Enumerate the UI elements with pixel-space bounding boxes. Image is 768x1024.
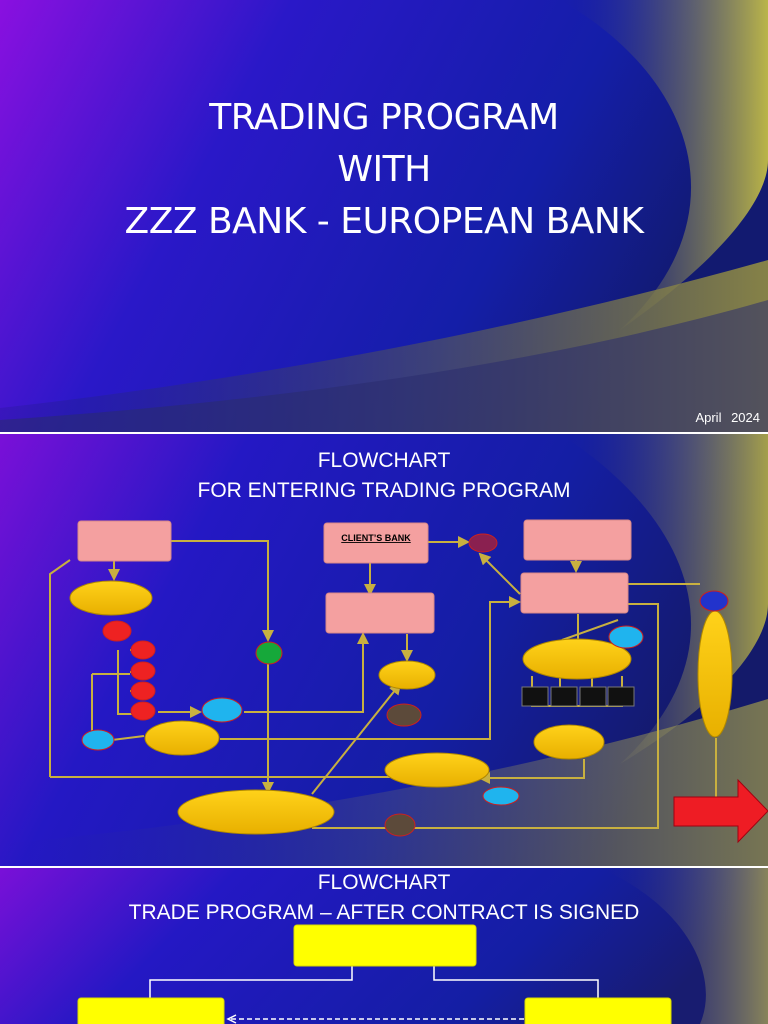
connector (171, 540, 274, 642)
connector (244, 632, 369, 713)
black-box (550, 686, 578, 707)
blue-node (699, 590, 729, 612)
trade-step-box (77, 997, 225, 1024)
maroon-node (468, 533, 498, 553)
connector (149, 966, 353, 1000)
process-box (325, 592, 435, 634)
title-line-1: TRADING PROGRAM (209, 97, 559, 138)
connector (220, 596, 521, 740)
date-label: April 2024 (695, 410, 760, 425)
trade-connectors (149, 966, 599, 1024)
decision-oval (384, 752, 490, 788)
black-box (579, 686, 607, 707)
flowchart-trade-slide: FLOWCHART TRADE PROGRAM – AFTER CONTRACT… (0, 868, 768, 1024)
title-slide-background (0, 0, 768, 432)
red-node (130, 681, 156, 701)
red-node (130, 701, 156, 721)
arrow-head-icon (226, 1014, 237, 1024)
connector (478, 759, 585, 784)
flowchart-diagram: CLIENT’S BANK (49, 519, 768, 844)
title-slide: TRADING PROGRAM WITH ZZZ BANK - EUROPEAN… (0, 0, 768, 432)
cyan-node (81, 729, 115, 751)
red-node (130, 640, 156, 660)
clients-bank-label: CLIENT’S BANK (341, 533, 411, 543)
flowchart-title: FLOWCHART (317, 449, 451, 472)
decision-oval (522, 638, 632, 680)
title-line-2: WITH (337, 149, 431, 190)
green-node (255, 641, 283, 665)
red-node (102, 620, 132, 642)
flowchart-entering-slide: FLOWCHART FOR ENTERING TRADING PROGRAM (0, 434, 768, 866)
red-node (130, 661, 156, 681)
brown-node (384, 813, 416, 837)
black-boxes (521, 686, 635, 707)
flowchart-subtitle: FOR ENTERING TRADING PROGRAM (197, 479, 571, 502)
process-boxes (77, 519, 632, 634)
cyan-node (201, 697, 243, 723)
trade-step-box (524, 997, 672, 1024)
red-arrow-icon (673, 778, 768, 844)
process-box (523, 519, 632, 561)
black-box (521, 686, 549, 707)
decision-oval (378, 660, 436, 690)
connector (111, 735, 145, 741)
decision-oval (177, 789, 335, 835)
decision-oval (144, 720, 220, 756)
trade-flowchart-title: FLOWCHART (317, 871, 451, 894)
process-box (77, 520, 172, 562)
cyan-node (482, 786, 520, 806)
clients-bank-box (323, 522, 429, 564)
decision-oval-vertical (697, 610, 733, 738)
connector (478, 552, 521, 595)
black-box (607, 686, 635, 707)
connector (433, 966, 599, 1000)
connector (414, 603, 659, 829)
small-nodes (81, 533, 729, 837)
process-box (520, 572, 629, 614)
yellow-ovals (69, 580, 733, 835)
decision-oval (533, 724, 605, 760)
trade-slide-background (0, 868, 768, 1024)
decision-oval (69, 580, 153, 616)
connector (49, 559, 71, 777)
brown-node (386, 703, 422, 727)
trade-flowchart-subtitle: TRADE PROGRAM – AFTER CONTRACT IS SIGNED (128, 901, 640, 924)
cyan-node (608, 625, 644, 649)
connector (561, 619, 619, 641)
title-line-3: ZZZ BANK - EUROPEAN BANK (124, 201, 644, 242)
contract-signed-box (293, 924, 477, 967)
